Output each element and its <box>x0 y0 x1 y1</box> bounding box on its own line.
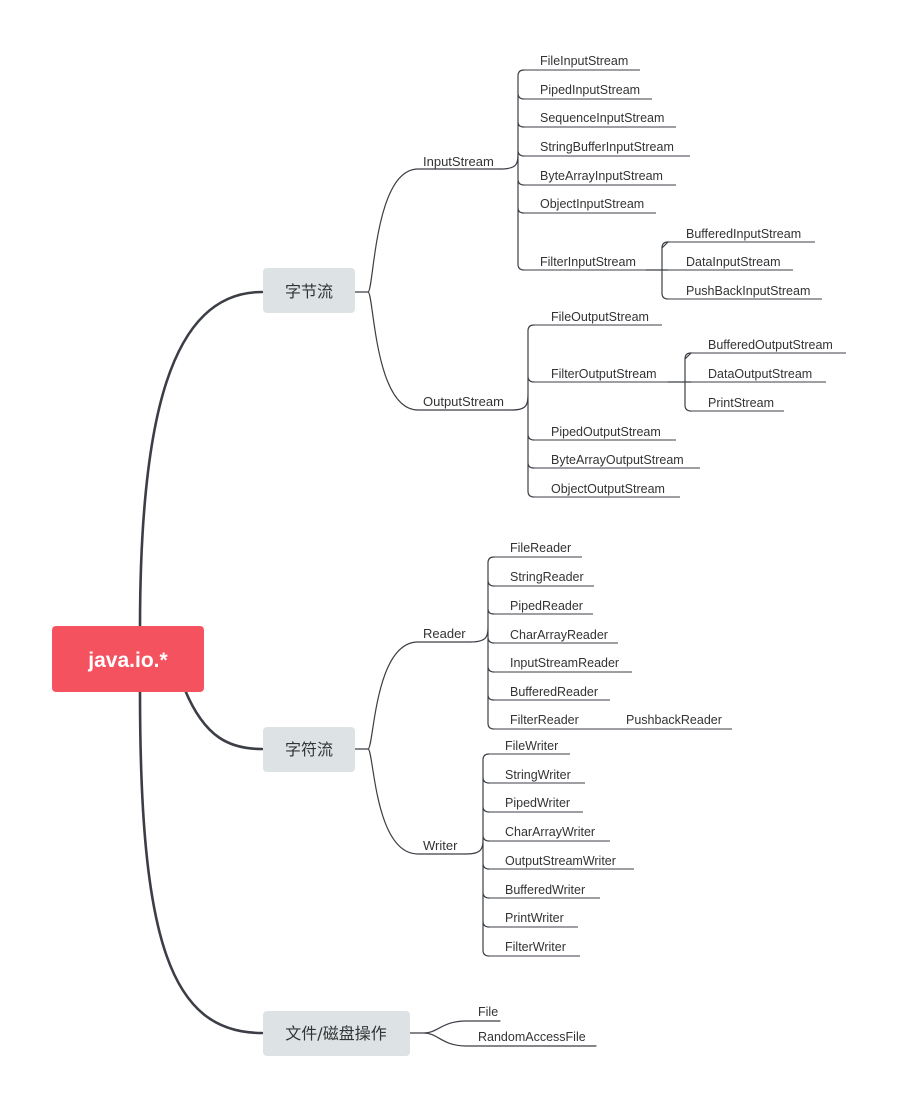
filter-input-children: BufferedInputStream DataInputStream Push… <box>668 227 822 300</box>
root-node[interactable]: java.io.* <box>52 626 204 692</box>
reader-label[interactable]: Reader <box>423 626 466 641</box>
leaf-output-4[interactable]: ObjectOutputStream <box>551 482 665 496</box>
output-stream-label[interactable]: OutputStream <box>423 394 504 409</box>
leaf-filter-output-2[interactable]: PrintStream <box>708 396 774 410</box>
leaf-output-3[interactable]: ByteArrayOutputStream <box>551 453 684 467</box>
leaf-reader-0[interactable]: FileReader <box>510 541 571 555</box>
output-stream-tree <box>511 324 535 498</box>
char-stream-label: 字符流 <box>285 740 333 759</box>
byte-stream-node[interactable]: 字节流 <box>263 268 355 313</box>
reader-tree <box>469 556 495 730</box>
filter-output-tree <box>667 352 693 412</box>
output-stream-items: FileOutputStream FilterOutputStream Pipe… <box>534 310 700 498</box>
leaf-reader-4[interactable]: InputStreamReader <box>510 656 619 670</box>
leaf-writer-2[interactable]: PipedWriter <box>505 796 570 810</box>
file-ops-items: File RandomAccessFile <box>478 1005 586 1044</box>
connector-root-byte-stream <box>138 290 264 630</box>
leaf-reader-3[interactable]: CharArrayReader <box>510 628 608 642</box>
file-ops-node[interactable]: 文件/磁盘操作 <box>263 1011 410 1056</box>
leaf-input-5[interactable]: ObjectInputStream <box>540 197 644 211</box>
filter-output-children: BufferedOutputStream DataOutputStream Pr… <box>691 338 846 412</box>
writer-tree <box>465 753 490 957</box>
root-node-box <box>52 626 204 692</box>
leaf-filter-input-2[interactable]: PushBackInputStream <box>686 284 810 298</box>
leaf-writer-4[interactable]: OutputStreamWriter <box>505 854 616 868</box>
leaf-file-ops-0[interactable]: File <box>478 1005 498 1019</box>
char-stream-box <box>263 727 355 772</box>
leaf-input-2[interactable]: SequenceInputStream <box>540 111 664 125</box>
input-stream-tree <box>499 69 525 271</box>
file-ops-box <box>263 1011 410 1056</box>
writer-label[interactable]: Writer <box>423 838 458 853</box>
leaf-input-1[interactable]: PipedInputStream <box>540 83 640 97</box>
leaf-input-6[interactable]: FilterInputStream <box>540 255 636 269</box>
connector-char-reader <box>354 641 471 750</box>
leaf-input-4[interactable]: ByteArrayInputStream <box>540 169 663 183</box>
char-stream-node[interactable]: 字符流 <box>263 727 355 772</box>
leaf-output-0[interactable]: FileOutputStream <box>551 310 649 324</box>
leaf-filter-reader-0[interactable]: PushbackReader <box>626 713 722 727</box>
writer-items: FileWriter StringWriter PipedWriter Char… <box>489 739 634 957</box>
leaf-output-1[interactable]: FilterOutputStream <box>551 367 657 381</box>
leaf-writer-3[interactable]: CharArrayWriter <box>505 825 595 839</box>
reader-items: FileReader StringReader PipedReader Char… <box>494 541 732 730</box>
leaf-reader-1[interactable]: StringReader <box>510 570 584 584</box>
leaf-filter-input-0[interactable]: BufferedInputStream <box>686 227 801 241</box>
root-node-label: java.io.* <box>87 649 168 672</box>
connector-root-file-ops <box>138 690 264 1035</box>
connector-char-writer <box>367 748 467 855</box>
leaf-output-2[interactable]: PipedOutputStream <box>551 425 661 439</box>
byte-stream-box <box>263 268 355 313</box>
leaf-writer-5[interactable]: BufferedWriter <box>505 883 585 897</box>
connector-byte-input <box>354 168 501 293</box>
leaf-writer-1[interactable]: StringWriter <box>505 768 571 782</box>
leaf-writer-0[interactable]: FileWriter <box>505 739 558 753</box>
leaf-filter-output-0[interactable]: BufferedOutputStream <box>708 338 833 352</box>
leaf-input-0[interactable]: FileInputStream <box>540 54 628 68</box>
connector-byte-output <box>367 291 513 411</box>
leaf-reader-5[interactable]: BufferedReader <box>510 685 598 699</box>
leaf-file-ops-1[interactable]: RandomAccessFile <box>478 1030 586 1044</box>
leaf-reader-6[interactable]: FilterReader <box>510 713 579 727</box>
leaf-input-3[interactable]: StringBufferInputStream <box>540 140 674 154</box>
filter-input-tree <box>645 241 670 300</box>
input-stream-label[interactable]: InputStream <box>423 154 494 169</box>
file-ops-tree <box>409 1020 597 1047</box>
leaf-filter-input-1[interactable]: DataInputStream <box>686 255 781 269</box>
leaf-filter-output-1[interactable]: DataOutputStream <box>708 367 812 381</box>
input-stream-items: FileInputStream PipedInputStream Sequenc… <box>524 54 690 271</box>
leaf-reader-2[interactable]: PipedReader <box>510 599 583 613</box>
byte-stream-label: 字节流 <box>285 282 333 301</box>
file-ops-label: 文件/磁盘操作 <box>285 1024 386 1043</box>
connector-root-char-stream <box>183 688 264 751</box>
leaf-writer-7[interactable]: FilterWriter <box>505 940 566 954</box>
leaf-writer-6[interactable]: PrintWriter <box>505 911 564 925</box>
